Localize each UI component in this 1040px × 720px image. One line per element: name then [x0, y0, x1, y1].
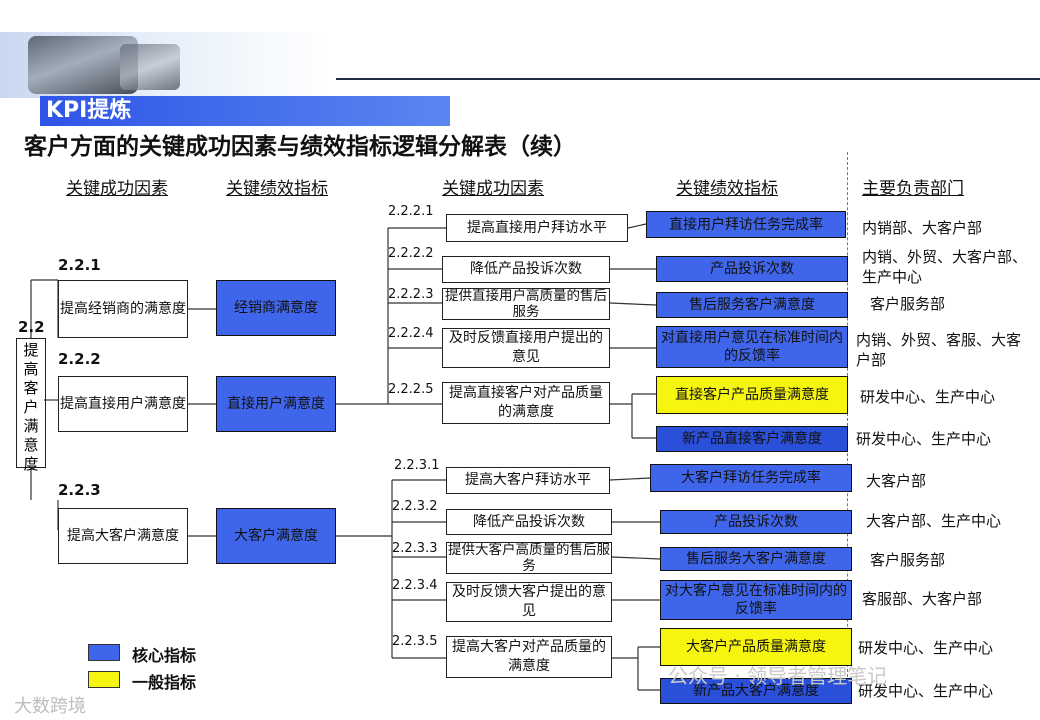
responsible-dept: 客户服务部 [870, 550, 1030, 570]
level2-code: 2.2.2.5 [388, 382, 433, 397]
level2-kpi-box: 直接用户拜访任务完成率 [646, 211, 846, 238]
level2-kpi-box: 大客户拜访任务完成率 [650, 464, 852, 492]
level2-kpi-box: 对大客户意见在标准时间内的反馈率 [660, 580, 852, 620]
level2-factor-box: 及时反馈大客户提出的意见 [446, 582, 612, 622]
level2-code: 2.2.2.4 [388, 326, 433, 341]
responsible-dept: 内销、外贸、大客户部、生产中心 [862, 247, 1032, 287]
level2-code: 2.2.3.4 [392, 578, 437, 593]
level1-code: 2.2.3 [58, 481, 101, 499]
responsible-dept: 内销、外贸、客服、大客户部 [856, 330, 1032, 370]
responsible-dept: 大客户部 [866, 471, 1026, 491]
level2-code: 2.2.2.2 [388, 246, 433, 261]
level2-code: 2.2.2.1 [388, 204, 433, 219]
root-factor-box: 提高客户满意度 [16, 338, 46, 468]
responsible-dept: 大客户部、生产中心 [866, 511, 1032, 531]
level1-factor-box: 提高大客户满意度 [58, 508, 188, 564]
level1-factor-box: 提高直接用户满意度 [58, 376, 188, 432]
level1-factor-box: 提高经销商的满意度 [58, 280, 188, 338]
level2-factor-box: 提高直接客户对产品质量的满意度 [442, 382, 610, 424]
level2-factor-box: 及时反馈直接用户提出的意见 [442, 328, 610, 368]
responsible-dept: 研发中心、生产中心 [858, 638, 1028, 658]
level2-code: 2.2.3.3 [392, 541, 437, 556]
level2-kpi-box: 新产品直接客户满意度 [656, 426, 848, 452]
level2-kpi-box: 售后服务大客户满意度 [660, 547, 852, 571]
watermark-text: 公众号 · 领导者管理笔记 [668, 660, 887, 689]
level1-kpi-box: 经销商满意度 [216, 280, 336, 336]
level2-factor-box: 提供直接用户高质量的售后服务 [442, 288, 610, 320]
level2-factor-box: 降低产品投诉次数 [442, 256, 610, 283]
responsible-dept: 研发中心、生产中心 [860, 387, 1030, 407]
responsible-dept: 客服部、大客户部 [862, 589, 1030, 609]
responsible-dept: 内销部、大客户部 [862, 218, 1032, 238]
legend-swatch-core [88, 644, 120, 661]
level1-kpi-box: 大客户满意度 [216, 508, 336, 564]
level2-kpi-box: 对直接用户意见在标准时间内的反馈率 [656, 326, 848, 368]
level2-factor-box: 提高直接用户拜访水平 [446, 214, 628, 242]
level2-factor-box: 降低产品投诉次数 [446, 509, 612, 535]
level2-kpi-box: 产品投诉次数 [656, 256, 848, 282]
level2-factor-box: 提供大客户高质量的售后服务 [446, 542, 612, 574]
legend-swatch-general [88, 671, 120, 688]
responsible-dept: 研发中心、生产中心 [856, 429, 1032, 449]
level2-code: 2.2.3.1 [394, 458, 439, 473]
level2-factor-box: 提高大客户对产品质量的满意度 [446, 636, 612, 678]
level2-kpi-box: 直接客户产品质量满意度 [656, 376, 848, 414]
level1-code: 2.2.2 [58, 350, 101, 368]
level2-kpi-box: 产品投诉次数 [660, 510, 852, 534]
level2-kpi-box: 售后服务客户满意度 [656, 292, 848, 318]
responsible-dept: 客户服务部 [870, 294, 1030, 314]
root-code: 2.2 [18, 318, 45, 336]
level2-code: 2.2.3.5 [392, 634, 437, 649]
level2-code: 2.2.3.2 [392, 499, 437, 514]
legend-label-core: 核心指标 [132, 642, 196, 666]
level1-kpi-box: 直接用户满意度 [216, 376, 336, 432]
level2-code: 2.2.2.3 [388, 287, 433, 302]
level1-code: 2.2.1 [58, 256, 101, 274]
level2-factor-box: 提高大客户拜访水平 [446, 467, 610, 494]
corner-watermark: 大数跨境 [14, 692, 86, 718]
legend-label-general: 一般指标 [132, 669, 196, 693]
